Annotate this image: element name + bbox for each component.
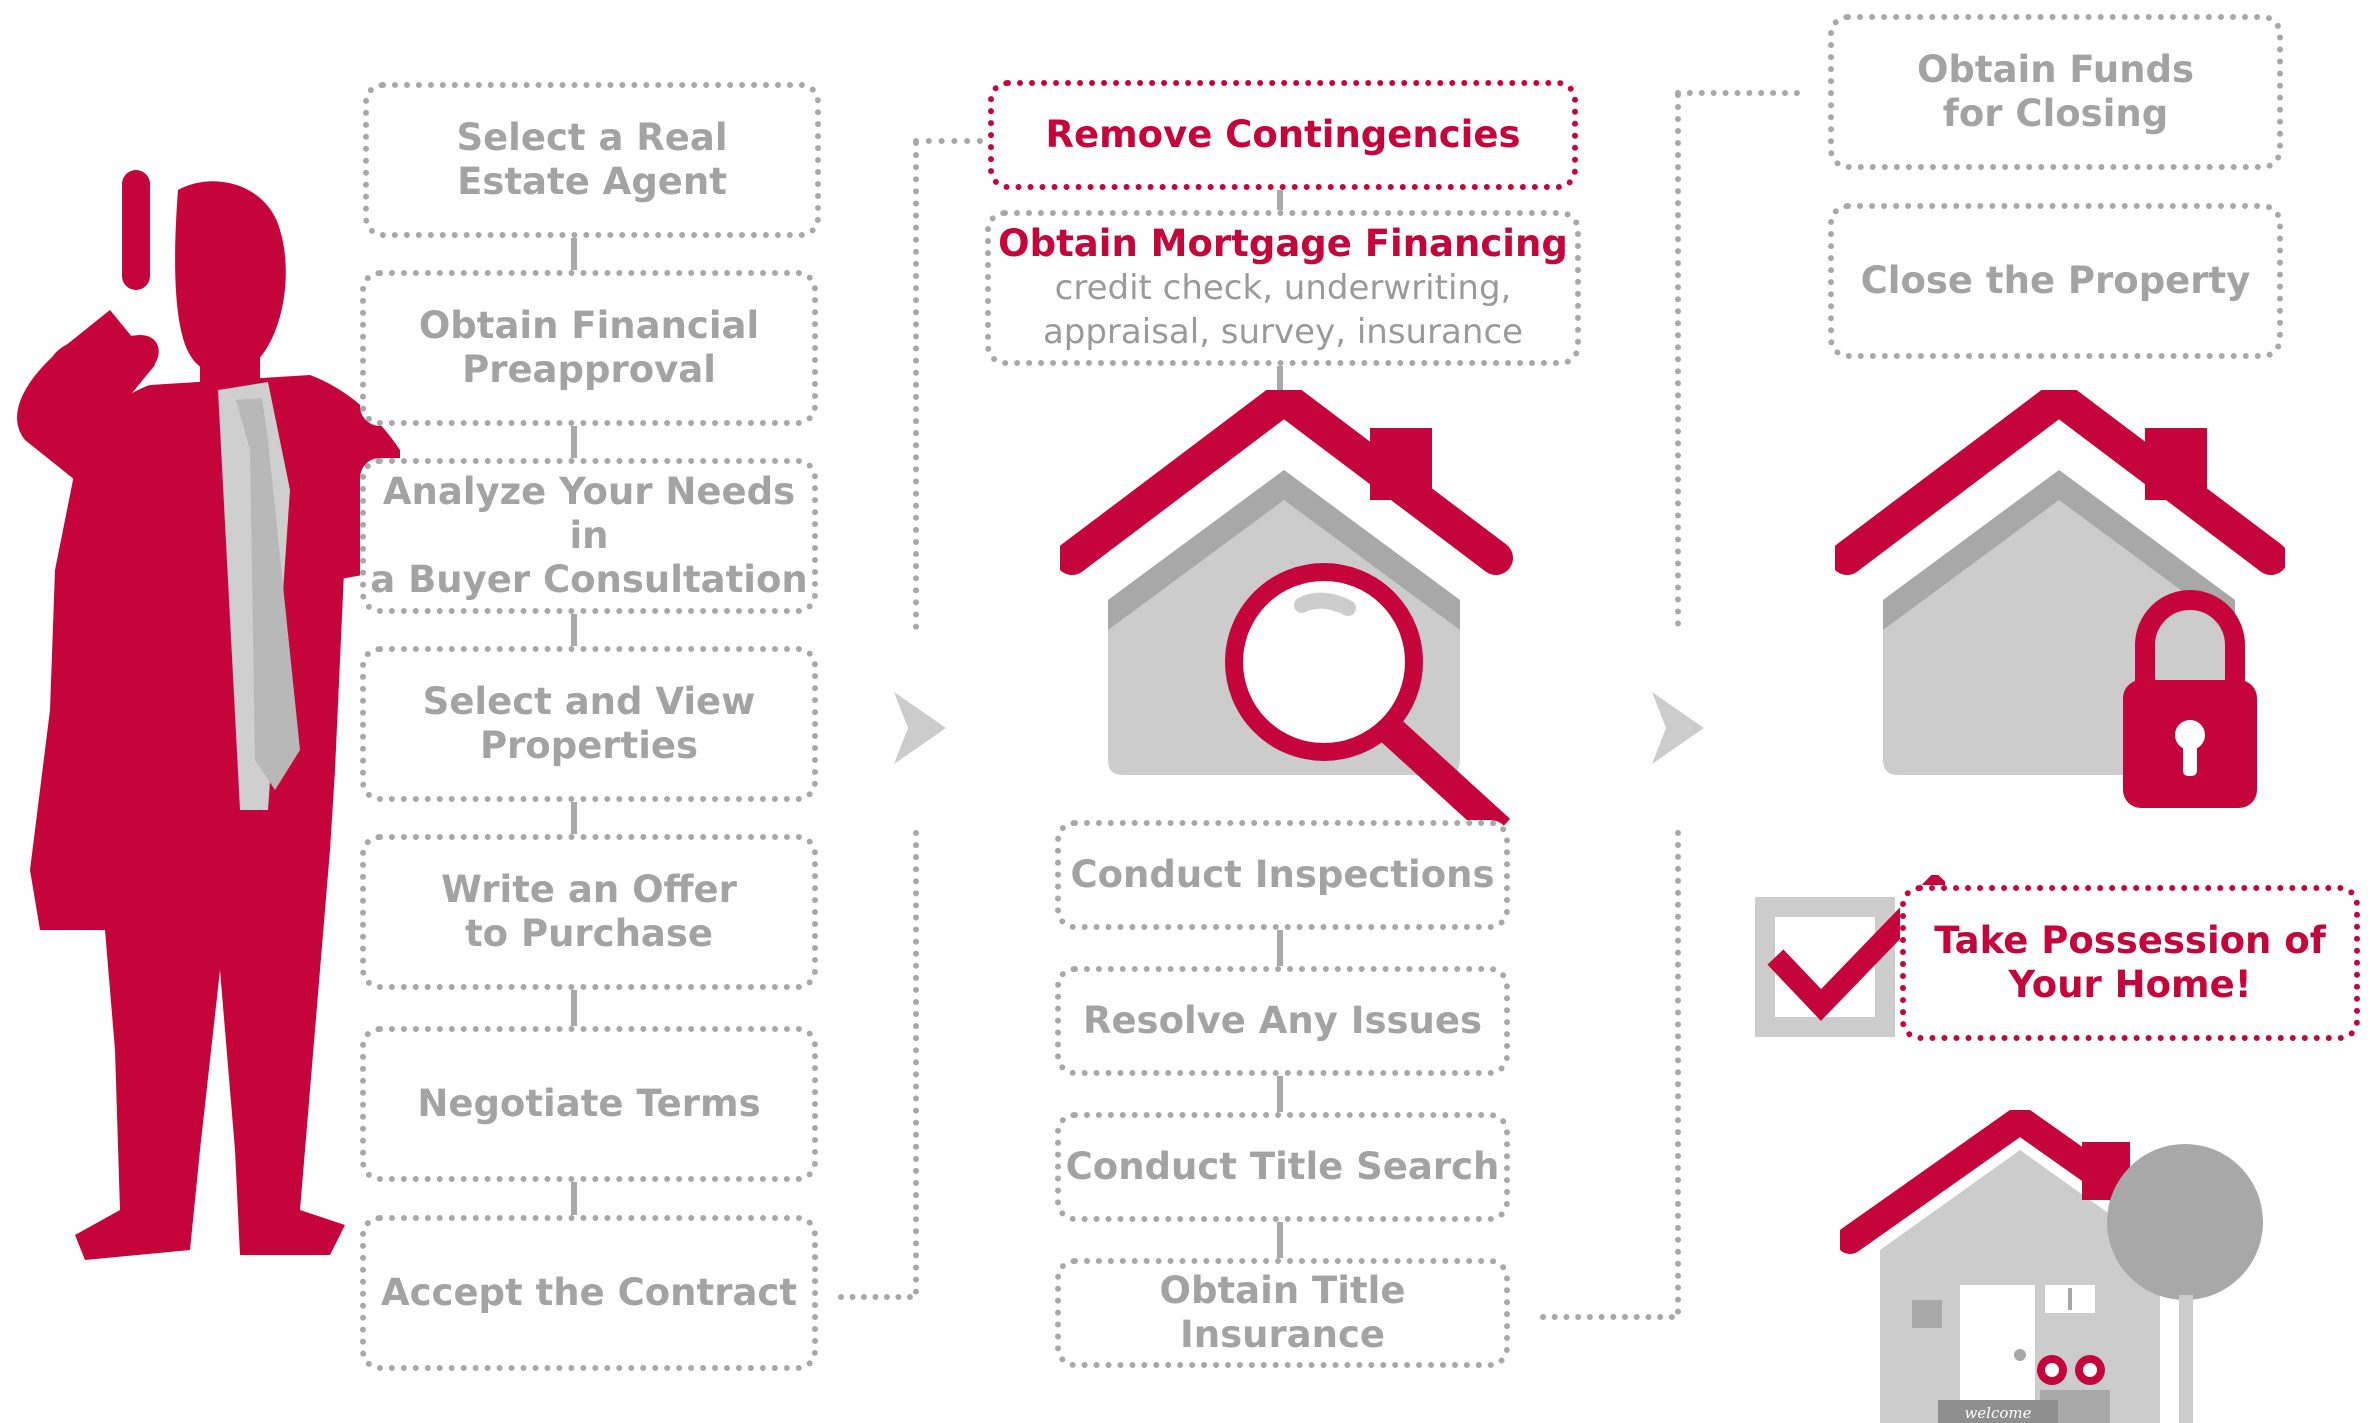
chevron-right-icon (894, 692, 946, 764)
step-close-property: Close the Property (1828, 203, 2283, 359)
step-label: Accept the Contract (380, 1271, 798, 1314)
step-label: Take Possession of Your Home! (1934, 919, 2326, 1006)
step-label: Negotiate Terms (417, 1082, 761, 1125)
connector-col1-to-col2 (913, 830, 919, 1295)
connector-col1-to-col2 (838, 1294, 913, 1300)
step-accept-contract: Accept the Contract (360, 1215, 818, 1371)
column2-connector-bottom (1277, 900, 1283, 1280)
step-take-possession: Take Possession of Your Home! (1900, 885, 2360, 1041)
home-welcome-icon: welcome (1840, 1110, 2263, 1423)
step-select-agent: Select a Real Estate Agent (363, 82, 821, 238)
step-obtain-funds: Obtain Funds for Closing (1828, 14, 2283, 170)
connector-col2-top (913, 140, 919, 630)
step-label: Remove Contingencies (1045, 113, 1521, 156)
chevron-right-icon (1652, 692, 1704, 764)
connector-col3-top (1675, 92, 1681, 627)
step-resolve-issues: Resolve Any Issues (1055, 966, 1510, 1076)
step-conduct-inspections: Conduct Inspections (1055, 820, 1510, 930)
step-title: Obtain Mortgage Financing (998, 222, 1568, 265)
connector-col2-top (913, 138, 983, 144)
step-negotiate-terms: Negotiate Terms (360, 1026, 818, 1182)
step-label: Close the Property (1860, 259, 2251, 302)
step-label: Analyze Your Needs in a Buyer Consultati… (370, 470, 808, 601)
businessman-thumbs-up-icon (17, 170, 445, 1260)
step-label: Select a Real Estate Agent (456, 116, 728, 203)
step-title-search: Conduct Title Search (1055, 1112, 1510, 1222)
step-remove-contingencies: Remove Contingencies (988, 80, 1578, 190)
step-label: Obtain Financial Preapproval (418, 304, 760, 391)
connector-col2-to-col3 (1675, 830, 1681, 1315)
connector-col2-to-col3 (1540, 1314, 1675, 1320)
step-details: credit check, underwriting, appraisal, s… (1042, 268, 1524, 352)
step-mortgage-financing: Obtain Mortgage Financing credit check, … (985, 210, 1581, 366)
step-label: Obtain Funds for Closing (1916, 48, 2195, 135)
column2-connector-mid (1277, 360, 1283, 400)
step-label: Select and View Properties (422, 680, 756, 767)
step-title-insurance: Obtain Title Insurance (1055, 1258, 1510, 1368)
step-view-properties: Select and View Properties (360, 646, 818, 802)
house-inspection-icon (1060, 390, 1513, 830)
step-write-offer: Write an Offer to Purchase (360, 834, 818, 990)
column2-connector-top (1277, 185, 1283, 215)
step-label: Obtain Title Insurance (1159, 1269, 1406, 1356)
doormat-label: welcome (1964, 1404, 2031, 1422)
house-lock-icon (1835, 390, 2285, 808)
step-label: Conduct Title Search (1065, 1145, 1500, 1188)
step-label: Write an Offer to Purchase (441, 868, 737, 955)
step-label: Resolve Any Issues (1082, 999, 1483, 1042)
step-financial-preapproval: Obtain Financial Preapproval (360, 270, 818, 426)
step-buyer-consultation: Analyze Your Needs in a Buyer Consultati… (360, 458, 818, 614)
checkbox-checked-icon (1755, 875, 1945, 1037)
connector-col3-top (1675, 90, 1800, 96)
step-label: Conduct Inspections (1070, 853, 1495, 896)
